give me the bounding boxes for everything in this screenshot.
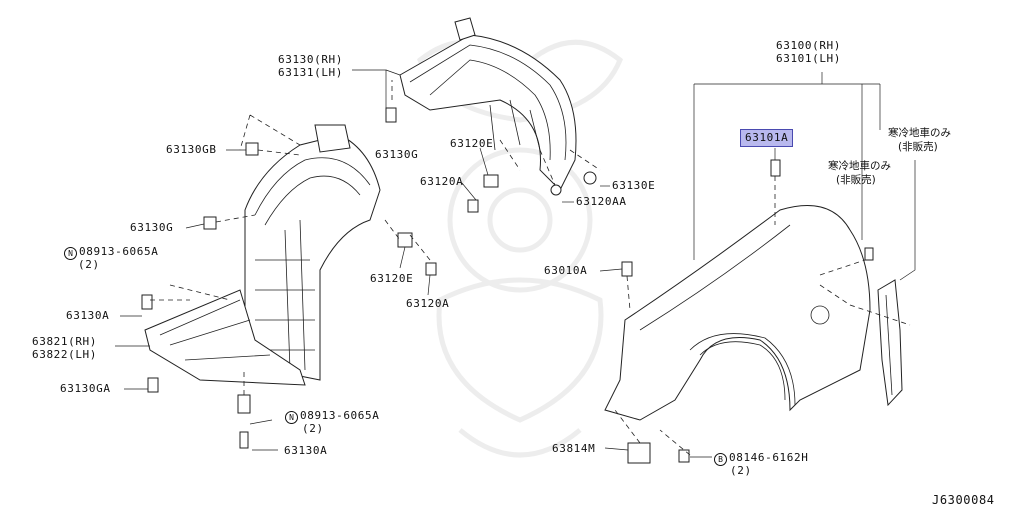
label-protector-rh: 63130(RH): [278, 53, 344, 66]
fastener-clips: [141, 107, 874, 464]
label-63130a-bottom: 63130A: [284, 444, 328, 457]
label-63130gb: 63130GB: [166, 143, 217, 156]
front-fender: [604, 205, 871, 421]
label-nut-bottom-qty: (2): [302, 422, 324, 435]
watermark-emblem: [416, 39, 624, 458]
splash-shield: [144, 289, 306, 386]
label-63130a-left: 63130A: [66, 309, 110, 322]
label-cold-region-note-1: 寒冷地車のみ: [888, 127, 951, 139]
label-fender-rh: 63100(RH): [776, 39, 842, 52]
label-not-for-sale-note-2: (非販売): [836, 174, 876, 186]
label-fender-lh: 63101(LH): [776, 52, 842, 65]
label-cold-region-note-2: 寒冷地車のみ: [828, 160, 891, 172]
leader-lines: [115, 69, 916, 458]
label-63010a: 63010A: [544, 264, 588, 277]
label-nut-top-qty: (2): [78, 258, 100, 271]
label-63120a-top: 63120A: [420, 175, 464, 188]
label-63130g-left: 63130G: [130, 221, 174, 234]
diagram-id: J6300084: [932, 493, 995, 507]
nut-symbol-icon: N: [64, 247, 77, 260]
label-63120a-mid: 63120A: [406, 297, 450, 310]
label-63120aa: 63120AA: [576, 195, 627, 208]
label-protector-lh: 63131(LH): [278, 66, 344, 79]
label-63130g-top: 63130G: [375, 148, 419, 161]
nut-bottom-code: 08913-6065A: [300, 409, 380, 422]
label-fender-ornament-highlighted[interactable]: 63101A: [740, 129, 794, 147]
label-not-for-sale-note-1: (非販売): [898, 141, 938, 153]
bolt-code: 08146-6162H: [729, 451, 809, 464]
nut-top-code: 08913-6065A: [79, 245, 159, 258]
label-63120e-top: 63120E: [450, 137, 494, 150]
label-63814m: 63814M: [552, 442, 596, 455]
label-splash-rh: 63821(RH): [32, 335, 98, 348]
label-bolt-qty: (2): [730, 464, 752, 477]
label-63130ga: 63130GA: [60, 382, 111, 395]
fender-protector-lower: [244, 124, 381, 381]
fender-protector-upper: [399, 17, 577, 191]
fender-mudguard: [877, 279, 903, 407]
label-splash-lh: 63822(LH): [32, 348, 98, 361]
label-63130e: 63130E: [612, 179, 656, 192]
nut-symbol-icon: N: [285, 411, 298, 424]
bolt-symbol-icon: B: [714, 453, 727, 466]
label-63120e-mid: 63120E: [370, 272, 414, 285]
